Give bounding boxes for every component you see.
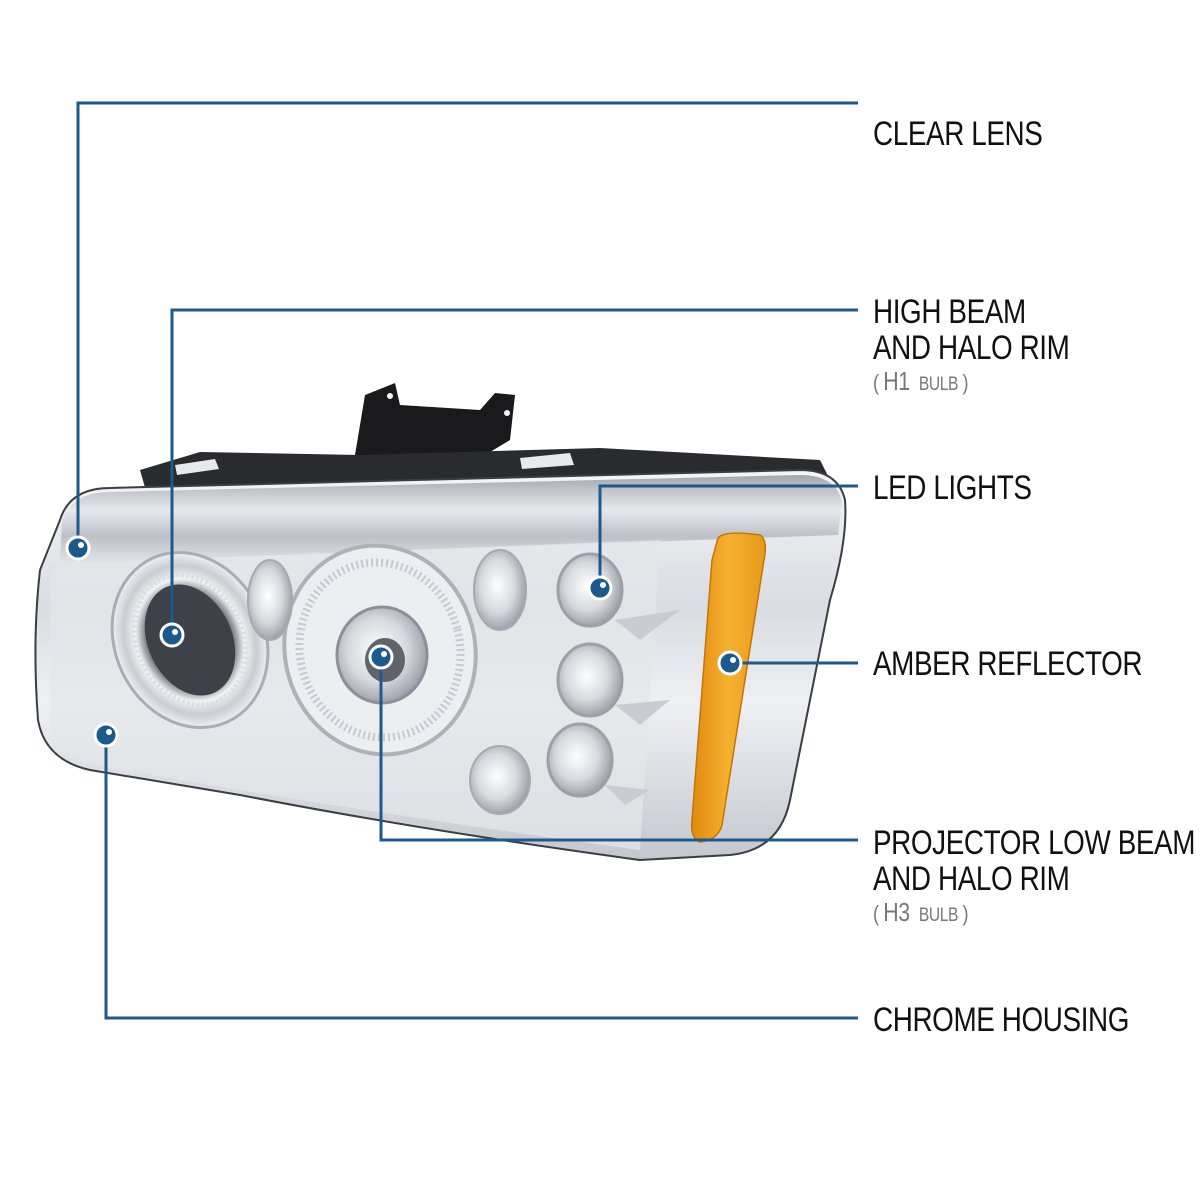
label-amber-reflector: AMBER REFLECTOR xyxy=(873,646,1142,682)
label-led-lights: LED LIGHTS xyxy=(873,470,1032,506)
dot-amber-icon xyxy=(717,650,743,676)
label-text: AND HALO RIM xyxy=(873,329,1070,367)
clip xyxy=(175,459,219,475)
dot-high-beam-icon xyxy=(159,622,185,648)
amber-reflector-shape xyxy=(690,532,767,843)
label-high-beam: HIGH BEAM AND HALO RIM ( H1 BULB ) xyxy=(873,293,1070,398)
dot-clear-lens-icon xyxy=(65,535,91,561)
label-text: AMBER REFLECTOR xyxy=(873,645,1143,683)
callout-lines xyxy=(76,101,858,1020)
callout-line-projector xyxy=(379,657,858,842)
callout-line-high-beam xyxy=(170,308,858,635)
label-text: CLEAR LENS xyxy=(873,115,1043,153)
bulb-spec: ( H1 BULB ) xyxy=(873,366,969,396)
high-beam-halo xyxy=(110,550,270,730)
dot-led-icon xyxy=(587,575,613,601)
callout-dots xyxy=(65,535,743,748)
label-clear-lens: CLEAR LENS xyxy=(873,115,1043,153)
mounting-bracket xyxy=(355,383,515,455)
label-chrome-housing: CHROME HOUSING xyxy=(873,1002,1129,1038)
label-text: CHROME HOUSING xyxy=(873,1001,1130,1039)
callout-line-chrome xyxy=(104,735,858,1020)
clip xyxy=(520,453,574,469)
dot-projector-icon xyxy=(368,644,394,670)
dot-chrome-icon xyxy=(93,722,119,748)
label-text: HIGH BEAM xyxy=(873,293,1026,331)
projector-halo xyxy=(282,543,478,757)
bulb-spec: ( H3 BULB ) xyxy=(873,897,969,927)
label-text: PROJECTOR LOW BEAM xyxy=(873,824,1196,862)
callout-line-led xyxy=(598,484,858,588)
led-reflectors xyxy=(247,549,680,815)
label-text: AND HALO RIM xyxy=(873,860,1070,898)
callout-line-clear-lens xyxy=(76,101,858,548)
label-projector-low-beam: PROJECTOR LOW BEAM AND HALO RIM ( H3 BUL… xyxy=(873,825,1195,929)
label-text: LED LIGHTS xyxy=(873,469,1032,507)
